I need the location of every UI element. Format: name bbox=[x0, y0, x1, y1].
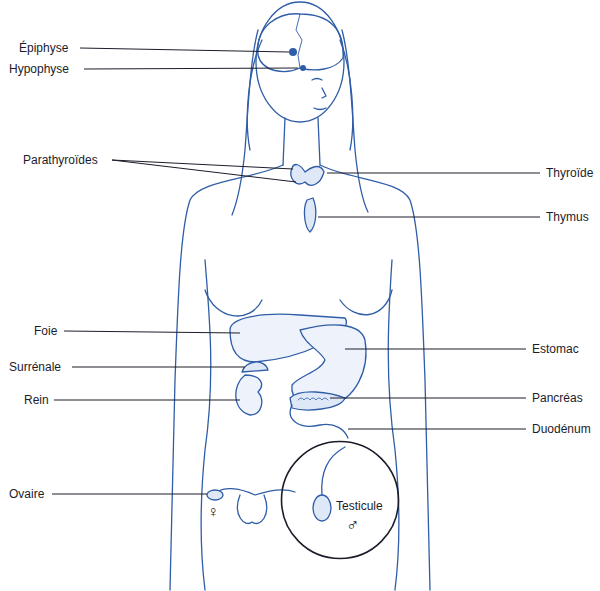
sex-symbol: ♂ bbox=[346, 514, 360, 536]
neck-outline bbox=[283, 118, 320, 165]
organ-label: Épiphyse bbox=[18, 41, 69, 55]
breast-outline bbox=[205, 290, 392, 316]
pancreas-gland bbox=[290, 392, 345, 410]
organ-label: Parathyroïdes bbox=[22, 153, 99, 167]
magnifier-circle: Testicule♂ bbox=[280, 440, 400, 560]
organ-label: Thyroïde bbox=[545, 166, 594, 180]
organ-label: Testicule bbox=[336, 498, 383, 514]
face-features bbox=[312, 79, 326, 110]
leader-line bbox=[72, 367, 245, 368]
head-outline bbox=[256, 2, 344, 122]
organ-label: ♀ bbox=[206, 503, 220, 521]
leader-line bbox=[112, 160, 296, 182]
body-outline bbox=[388, 260, 399, 590]
leader-line bbox=[84, 68, 298, 69]
leader-line bbox=[54, 400, 240, 401]
ovary-gland bbox=[207, 490, 223, 500]
organ-label: Foie bbox=[33, 324, 58, 338]
organ-label: Hypophyse bbox=[8, 62, 70, 76]
organ-label: Estomac bbox=[531, 342, 580, 356]
hair-outline bbox=[232, 30, 258, 215]
circle-outline bbox=[282, 442, 399, 559]
leader-line bbox=[330, 398, 526, 399]
uterus-outline bbox=[237, 495, 266, 523]
organ-label: Ovaire bbox=[8, 487, 45, 501]
organ-label: Thymus bbox=[545, 210, 590, 224]
leader-line bbox=[64, 331, 240, 333]
pineal-dot bbox=[289, 48, 297, 56]
leader-line bbox=[318, 217, 540, 218]
organ-label: Duodénum bbox=[531, 422, 592, 436]
adrenal-gland bbox=[242, 362, 268, 372]
spermatic-cord bbox=[322, 447, 345, 495]
testicle-gland bbox=[313, 495, 331, 521]
organ-label: Rein bbox=[23, 393, 50, 407]
body-outline bbox=[201, 260, 211, 590]
pituitary-dot bbox=[300, 65, 306, 71]
pancreas-lobules bbox=[298, 398, 328, 400]
brain-fissure bbox=[296, 14, 302, 68]
thymus-gland bbox=[304, 198, 315, 232]
body-outline bbox=[170, 165, 283, 590]
duodenum-tube bbox=[290, 405, 348, 438]
organ-label: Pancréas bbox=[531, 391, 584, 405]
leader-line bbox=[345, 349, 526, 350]
leader-line bbox=[52, 494, 207, 495]
organ-label: Surrénale bbox=[8, 360, 62, 374]
kidney-organ bbox=[236, 375, 262, 415]
leader-line bbox=[80, 48, 289, 52]
brain-outline bbox=[258, 14, 343, 72]
leader-line bbox=[348, 429, 526, 430]
leader-line bbox=[327, 173, 540, 174]
